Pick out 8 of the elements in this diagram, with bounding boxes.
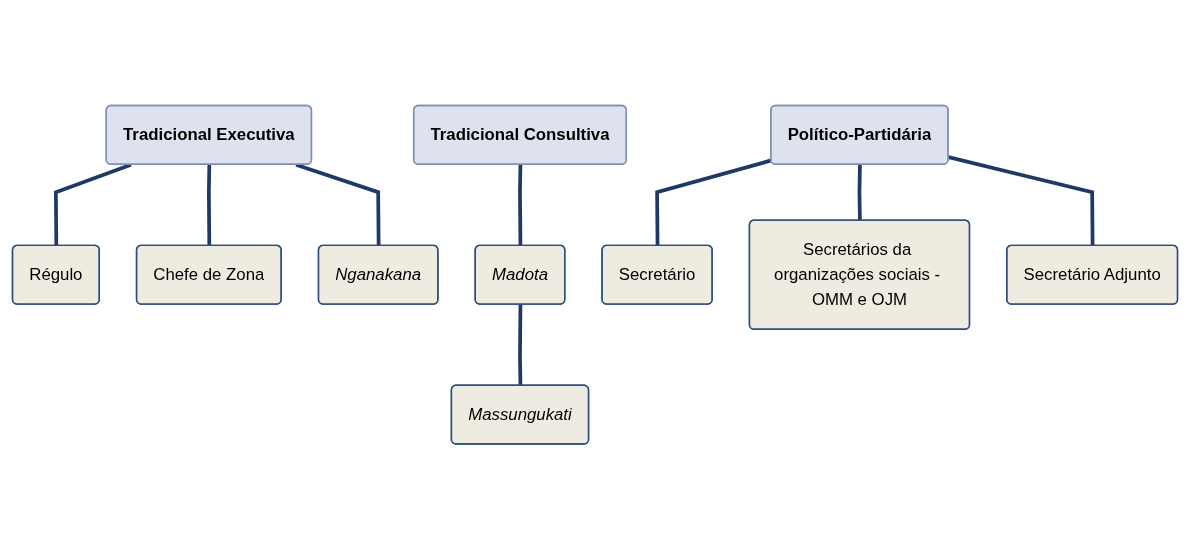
connector [206, 164, 211, 247]
connector [947, 155, 1094, 247]
connector [654, 158, 772, 247]
connector [517, 304, 522, 386]
connector [857, 164, 862, 221]
connector [294, 163, 380, 247]
connector [53, 163, 132, 247]
connector [517, 164, 522, 247]
